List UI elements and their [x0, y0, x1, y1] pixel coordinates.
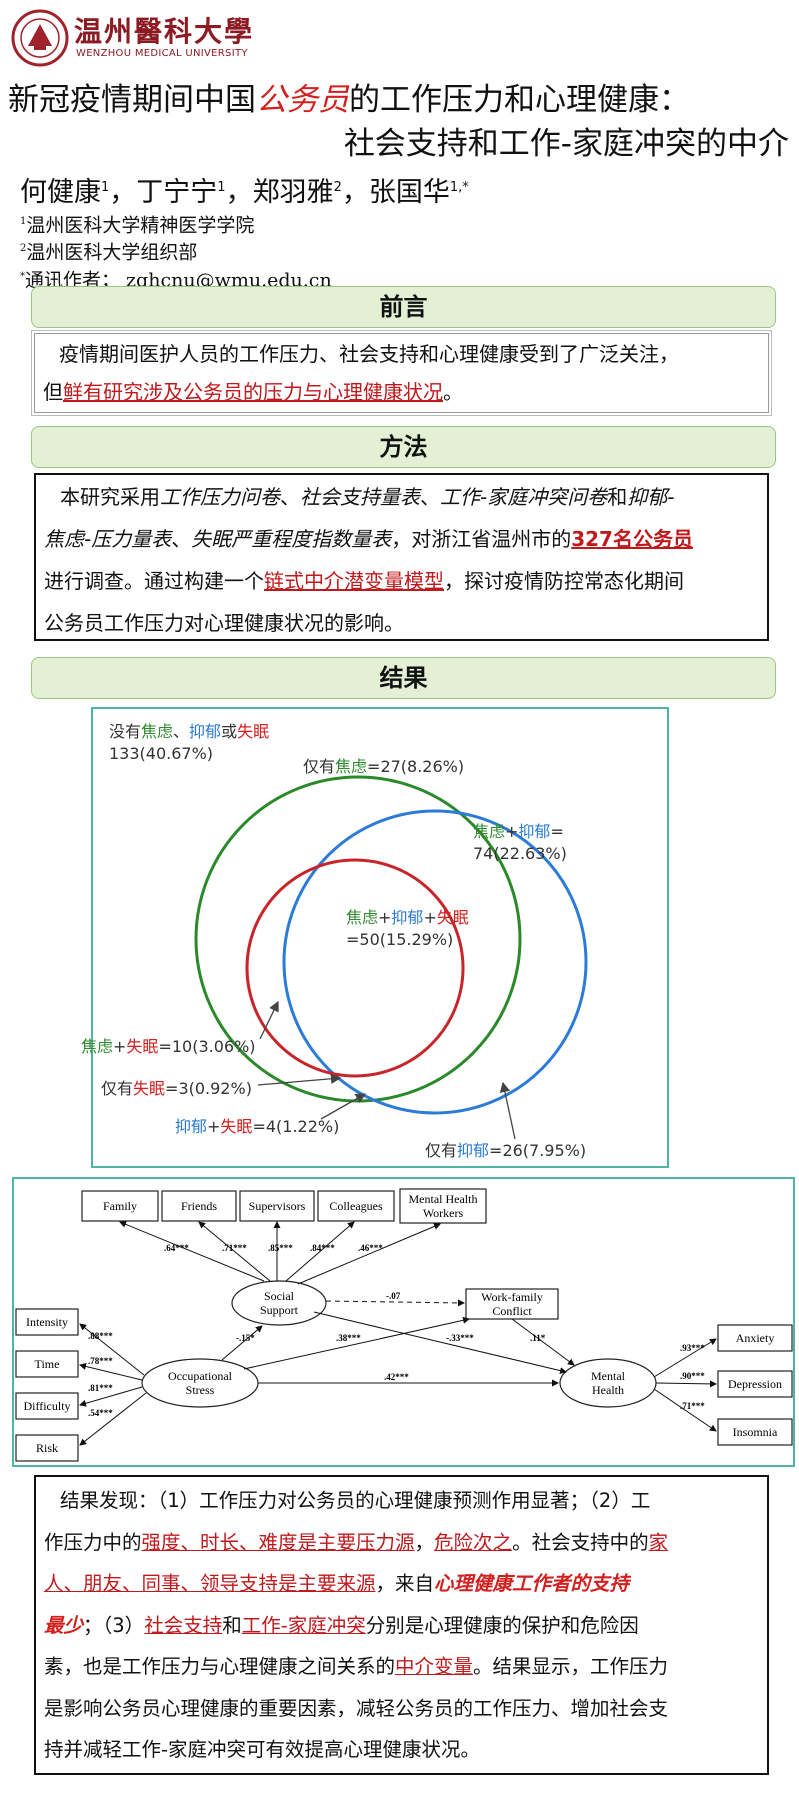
sem-coef-risk: .54*** [88, 1408, 113, 1418]
sem-label-mh-line1: Mental [591, 1369, 626, 1383]
sem-node-social-support [231, 1280, 327, 1326]
sem-label-time: Time [35, 1357, 60, 1371]
section-header-methods: 方法 [31, 426, 776, 468]
sem-label-social-line2: Support [260, 1303, 299, 1317]
sem-coef-os-wfc: .38*** [336, 1333, 361, 1343]
sem-node-difficulty [15, 1392, 79, 1420]
sem-label-mh-line2: Health [592, 1383, 624, 1397]
sem-coef-difficulty: .81*** [88, 1383, 113, 1393]
venn-depression-circle [282, 809, 588, 1115]
sem-coef-depression: .90*** [680, 1371, 705, 1381]
sem-label-mhw-line2: Workers [423, 1206, 464, 1220]
sem-label-mhw-line1: Mental Health [409, 1192, 478, 1206]
sem-coef-time: .78*** [88, 1356, 113, 1366]
sem-label-difficulty: Difficulty [23, 1399, 70, 1413]
sem-node-risk [15, 1434, 79, 1462]
sem-coef-supervisors: .85*** [268, 1243, 293, 1253]
authors-line: 何健康1，丁宁宁1，郑羽雅2，张国华1,* [20, 177, 469, 208]
venn-label-only-depression: 仅有抑郁=26(7.95%) [425, 1141, 587, 1160]
title-line-2: 社会支持和工作-家庭冲突的中介 [343, 126, 789, 162]
sem-node-friends [161, 1190, 237, 1222]
affiliation-1: 1温州医科大学精神医学学院 [20, 214, 255, 237]
section-header-results: 结果 [31, 657, 776, 699]
methods-box: 本研究采用工作压力问卷、社会支持量表、工作-家庭冲突问卷和抑郁- 焦虑-压力量表… [34, 473, 769, 641]
author-3: 郑羽雅2 [252, 177, 342, 208]
sem-node-family [81, 1190, 159, 1222]
sem-node-anxiety [717, 1324, 793, 1352]
affiliation-3: *通讯作者； zghcnu@wmu.edu.cn [20, 268, 332, 291]
sem-label-colleagues: Colleagues [329, 1199, 383, 1213]
venn-diagram: 没有焦虑、抑郁或失眠 133(40.67%) 仅有焦虑=27(8.26%) 焦虑… [81, 707, 669, 1168]
sem-node-colleagues [317, 1190, 395, 1222]
sem-coef-os-ss: -.15* [236, 1333, 255, 1343]
sem-coef-wfc-mh: .11* [530, 1333, 546, 1343]
author-1: 何健康1 [20, 177, 110, 208]
sem-node-mental-health-workers [399, 1188, 487, 1224]
venn-label-only-anxiety: 仅有焦虑=27(8.26%) [303, 757, 465, 776]
venn-circles [194, 775, 588, 1140]
sem-node-intensity [15, 1308, 79, 1336]
sem-label-depression: Depression [728, 1377, 782, 1391]
venn-label-anxiety-insomnia: 焦虑+失眠=10(3.06%) [81, 1037, 256, 1056]
sem-diagram: Family Friends Supervisors Colleagues Me… [12, 1177, 795, 1467]
sem-node-labels: Family Friends Supervisors Colleagues Me… [23, 1192, 782, 1455]
sem-label-occ-line1: Occupational [168, 1369, 233, 1383]
sem-coef-mhw: .46*** [358, 1243, 383, 1253]
venn-label-depression-insomnia: 抑郁+失眠=4(1.22%) [175, 1117, 340, 1136]
sem-coefficients: .64*** .71*** .85*** .84*** .46*** -.07 … [88, 1243, 705, 1418]
sem-node-supervisors [239, 1190, 315, 1222]
sem-coef-anxiety: .93*** [680, 1343, 705, 1353]
sem-label-intensity: Intensity [26, 1315, 68, 1329]
sem-node-time [15, 1350, 79, 1378]
section-header-intro: 前言 [31, 286, 776, 328]
sem-label-friends: Friends [181, 1199, 217, 1213]
sem-coef-insomnia: .71*** [680, 1401, 705, 1411]
university-logo: 温州醫科大學 WENZHOU MEDICAL UNIVERSITY [10, 8, 270, 68]
sem-label-wfc-line2: Conflict [492, 1304, 532, 1318]
intro-box: 疫情期间医护人员的工作压力、社会支持和心理健康受到了广泛关注， 但鲜有研究涉及公… [31, 330, 772, 416]
sem-coef-intensity: .88*** [88, 1331, 113, 1341]
sem-label-anxiety: Anxiety [736, 1331, 775, 1345]
sem-coef-family: .64*** [164, 1243, 189, 1253]
sem-label-social-line1: Social [264, 1289, 295, 1303]
sem-label-insomnia: Insomnia [733, 1425, 778, 1439]
sem-node-work-family-conflict [465, 1288, 559, 1320]
sem-coef-ss-mh: -.33*** [446, 1333, 474, 1343]
university-seal-icon [11, 9, 69, 67]
venn-label-none: 没有焦虑、抑郁或失眠 133(40.67%) [109, 722, 270, 763]
sem-coef-ss-wfc: -.07 [386, 1291, 401, 1301]
sem-label-wfc-line1: Work-family [481, 1290, 543, 1304]
sem-label-supervisors: Supervisors [249, 1199, 306, 1213]
sem-coef-friends: .71*** [222, 1243, 247, 1253]
findings-box: 结果发现：（1）工作压力对公务员的心理健康预测作用显著；（2）工 作压力中的强度… [34, 1475, 769, 1775]
sem-label-family: Family [103, 1199, 137, 1213]
sem-path-model: Family Friends Supervisors Colleagues Me… [15, 1188, 793, 1462]
venn-label-only-insomnia: 仅有失眠=3(0.92%) [101, 1079, 252, 1098]
venn-label-anxiety-depression: 焦虑+抑郁= 74(22.63%) [473, 822, 567, 863]
sem-node-insomnia [717, 1418, 793, 1446]
sem-coef-colleagues: .84*** [310, 1243, 335, 1253]
sem-coef-os-mh: .42*** [384, 1372, 409, 1382]
author-2: 丁宁宁1 [136, 177, 226, 208]
sem-node-depression [717, 1370, 793, 1398]
affiliations: 1温州医科大学精神医学学院 2温州医科大学组织部 *通讯作者； zghcnu@w… [20, 210, 332, 292]
title-line-1: 新冠疫情期间中国公务员的工作压力和心理健康： [8, 82, 690, 118]
logo-english-name: WENZHOU MEDICAL UNIVERSITY [76, 48, 248, 59]
logo-chinese-name: 温州醫科大學 [74, 15, 255, 48]
author-4: 张国华1,* [368, 177, 469, 208]
venn-insomnia-circle [245, 858, 465, 1078]
poster-title: 新冠疫情期间中国公务员的工作压力和心理健康： 社会支持和工作-家庭冲突的中介 [0, 78, 799, 166]
venn-label-all-three: 焦虑+抑郁+失眠 =50(15.29%) [346, 908, 469, 949]
affiliation-2: 2温州医科大学组织部 [20, 241, 198, 264]
sem-label-risk: Risk [36, 1441, 58, 1455]
sem-label-occ-line2: Stress [186, 1383, 215, 1397]
